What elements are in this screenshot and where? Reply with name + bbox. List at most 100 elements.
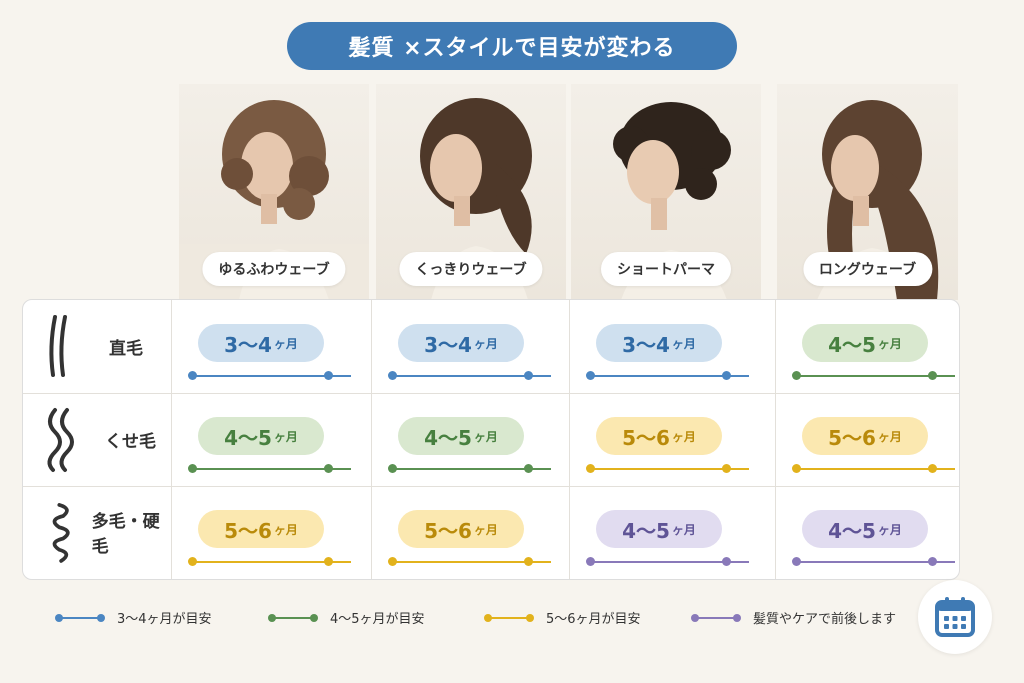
row-label: 多毛・硬毛: [91, 512, 160, 557]
row-label: くせ毛: [105, 431, 156, 452]
duration-bar: [589, 468, 749, 470]
legend-label: 4～5ヶ月が目安: [330, 612, 425, 627]
row-header-curly: 多毛・硬毛: [23, 486, 171, 578]
bar-end-dot: [324, 371, 333, 380]
style-label: ゆるふわウェーブ: [202, 252, 346, 286]
bar-start-dot: [586, 371, 595, 380]
bar-end-dot: [324, 557, 333, 566]
duration-value: 3～4: [424, 332, 472, 357]
bar-end-dot: [722, 371, 731, 380]
duration-bar: [191, 468, 351, 470]
bar-start-dot: [792, 557, 801, 566]
bar-start-dot: [388, 464, 397, 473]
duration-value: 5～6: [828, 425, 876, 450]
style-label: ショートパーマ: [601, 252, 731, 286]
bar-start-dot: [388, 371, 397, 380]
bar-start-dot: [188, 371, 197, 380]
bar-end-dot: [722, 464, 731, 473]
row-header-straight: 直毛: [23, 300, 171, 392]
bar-start-dot: [188, 557, 197, 566]
bar-start-dot: [792, 371, 801, 380]
legend-label: 3～4ヶ月が目安: [117, 612, 212, 627]
bar-start-dot: [586, 464, 595, 473]
bar-end-dot: [722, 557, 731, 566]
duration-unit: ヶ月: [877, 429, 902, 444]
legend-item-purple: 髪質やケアで前後します: [691, 608, 897, 627]
bar-end-dot: [324, 464, 333, 473]
duration-bar: [391, 561, 551, 563]
legend-swatch: [55, 613, 105, 622]
duration-unit: ヶ月: [671, 336, 696, 351]
bar-start-dot: [792, 464, 801, 473]
duration-bar: [589, 561, 749, 563]
page-title: 髪質 ×スタイルで目安が変わる: [287, 22, 737, 70]
calendar-icon: [935, 597, 975, 637]
duration-value: 4～5: [828, 332, 876, 357]
legend-label: 髪質やケアで前後します: [753, 612, 897, 627]
wavy-hair-icon: [47, 408, 74, 472]
bar-end-dot: [524, 371, 533, 380]
duration-value: 4～5: [622, 518, 670, 543]
duration-value: 5～6: [622, 425, 670, 450]
legend-swatch: [691, 613, 741, 622]
duration-bar: [589, 375, 749, 377]
duration-unit: ヶ月: [877, 522, 902, 537]
duration-value: 3～4: [224, 332, 272, 357]
legend-swatch: [268, 613, 318, 622]
style-photo-long-wave: ロングウェーブ: [777, 84, 958, 300]
duration-unit: ヶ月: [273, 522, 298, 537]
duration-unit: ヶ月: [671, 429, 696, 444]
duration-value: 4～5: [224, 425, 272, 450]
bar-start-dot: [388, 557, 397, 566]
style-photo-short-perm: ショートパーマ: [571, 84, 761, 300]
straight-hair-icon: [49, 315, 67, 377]
bar-start-dot: [188, 464, 197, 473]
style-label: ロングウェーブ: [802, 252, 933, 286]
duration-unit: ヶ月: [473, 522, 498, 537]
duration-bar: [191, 561, 351, 563]
bar-end-dot: [524, 464, 533, 473]
curly-hair-icon: [52, 503, 70, 563]
duration-bar: [391, 375, 551, 377]
duration-bar: [391, 468, 551, 470]
style-photo-yurufuwa: ゆるふわウェーブ: [179, 84, 369, 300]
duration-bar: [795, 375, 955, 377]
duration-unit: ヶ月: [273, 429, 298, 444]
duration-bar: [795, 468, 955, 470]
style-label: くっきりウェーブ: [399, 252, 543, 286]
duration-unit: ヶ月: [473, 429, 498, 444]
duration-value: 5～6: [224, 518, 272, 543]
legend-label: 5～6ヶ月が目安: [546, 612, 641, 627]
bar-end-dot: [928, 464, 937, 473]
duration-value: 4～5: [828, 518, 876, 543]
row-header-wavy: くせ毛: [23, 393, 171, 485]
duration-value: 5～6: [424, 518, 472, 543]
duration-unit: ヶ月: [473, 336, 498, 351]
duration-value: 3～4: [622, 332, 670, 357]
calendar-badge: [918, 580, 992, 654]
duration-bar: [795, 561, 955, 563]
duration-unit: ヶ月: [671, 522, 696, 537]
duration-bar: [191, 375, 351, 377]
